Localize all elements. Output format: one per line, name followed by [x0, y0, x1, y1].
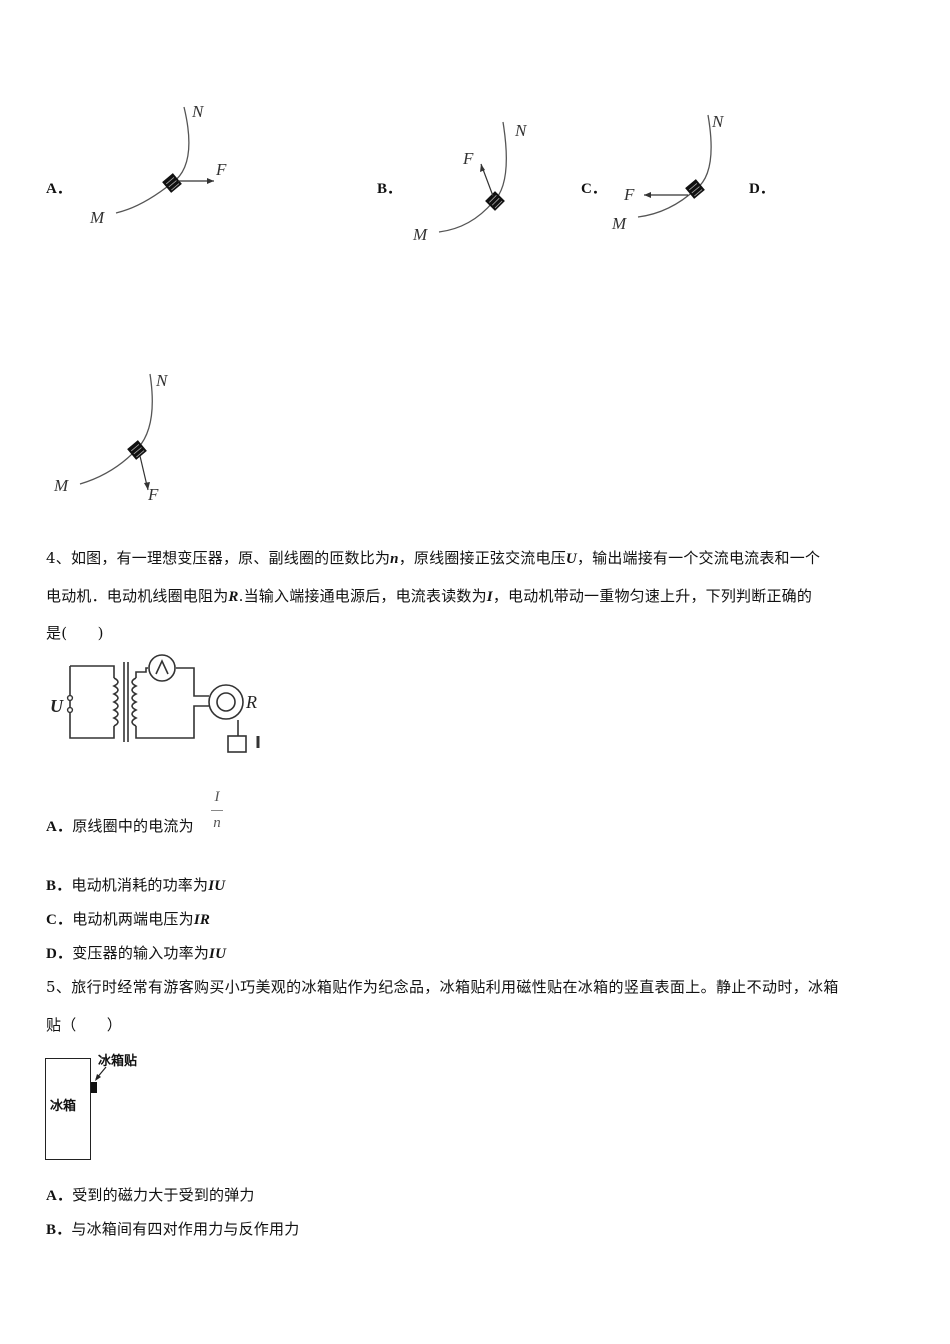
q4-stem-line1: 4、如图，有一理想变压器，原、副线圈的匝数比为n，原线圈接正弦交流电压U，输出端…	[46, 547, 820, 568]
q4-var-r: R	[228, 589, 239, 605]
q3-option-c-label[interactable]: C．	[581, 181, 607, 197]
q4-option-c[interactable]: C．电动机两端电压为IR	[46, 908, 210, 929]
magnet-label: 冰箱贴	[98, 1054, 138, 1069]
circuit-label-r: R	[245, 692, 257, 712]
q3-diagram-d: N F M	[53, 371, 169, 504]
arrow-right-icon	[207, 178, 214, 184]
label-n: N	[155, 371, 169, 390]
label-n: N	[191, 102, 205, 121]
q4-text: ，原线圈接正弦交流电压	[398, 549, 566, 567]
primary-coil-icon	[112, 677, 119, 727]
ammeter-icon	[148, 654, 176, 682]
q4-text: 电动机．电动机线圈电阻为	[46, 587, 229, 605]
label-m: M	[611, 214, 627, 233]
q4-text: ，电动机带动一重物匀速上升，下列判断正确的	[492, 587, 813, 605]
circuit-label-u: U	[50, 696, 64, 716]
q4-var-n: n	[390, 551, 399, 567]
option-label: A．	[46, 819, 73, 835]
block-icon	[485, 191, 505, 211]
label-m: M	[412, 225, 428, 244]
label-f: F	[215, 160, 227, 179]
option-label: A．	[46, 1188, 73, 1204]
option-text: 受到的磁力大于受到的弹力	[72, 1186, 255, 1204]
q4-text: 4、如图，有一理想变压器，原、副线圈的匝数比为	[46, 549, 391, 567]
weight-icon	[227, 735, 247, 753]
q4-stem-line3: 是( )	[46, 624, 104, 642]
q4-var-u: U	[565, 551, 577, 567]
q3-diagram-c: N F M	[611, 112, 725, 233]
q4-circuit-diagram: U R	[50, 654, 260, 753]
q5-stem-line2: 贴（ ）	[46, 1016, 123, 1034]
fraction-numerator: I	[214, 789, 220, 805]
option-label: D．	[46, 946, 73, 962]
q4-stem-line2: 电动机．电动机线圈电阻为R.当输入端接通电源后，电流表读数为I，电动机带动一重物…	[46, 585, 812, 606]
fraction-bar	[211, 810, 223, 811]
label-f: F	[147, 485, 159, 504]
option-text: 电动机消耗的功率为	[71, 876, 209, 894]
q4-option-b[interactable]: B．电动机消耗的功率为IU	[46, 874, 225, 895]
q4-option-d[interactable]: D．变压器的输入功率为IU	[46, 942, 226, 963]
motor-icon	[208, 684, 244, 720]
q4-text: ，输出端接有一个交流电流表和一个	[576, 549, 821, 567]
arrow-down-icon	[144, 482, 150, 490]
label-m: M	[89, 208, 105, 227]
option-text: 与冰箱间有四对作用力与反作用力	[71, 1220, 300, 1238]
option-var: IU	[208, 878, 226, 894]
q4-text: .当输入端接通电源后，电流表读数为	[238, 587, 487, 605]
label-f: F	[462, 149, 474, 168]
fridge-box: 冰箱	[45, 1058, 91, 1160]
option-text: 变压器的输入功率为	[72, 944, 210, 962]
pointer-arrow-icon	[95, 1066, 107, 1081]
fraction-denominator: n	[213, 815, 221, 831]
option-var: IU	[209, 946, 227, 962]
magnet-icon	[91, 1082, 97, 1093]
label-m: M	[53, 476, 69, 495]
q5-stem-line1: 5、旅行时经常有游客购买小巧美观的冰箱贴作为纪念品，冰箱贴利用磁性贴在冰箱的竖直…	[46, 978, 839, 996]
label-f: F	[623, 185, 635, 204]
q3-option-d-label[interactable]: D．	[749, 181, 775, 197]
option-var: IR	[193, 912, 211, 928]
block-icon	[685, 179, 705, 199]
block-icon	[162, 173, 182, 193]
option-label: C．	[46, 912, 73, 928]
arrow-up-left-icon	[480, 164, 485, 172]
q3-diagram-a: N F M	[89, 102, 227, 227]
option-label: B．	[46, 1222, 72, 1238]
label-n: N	[514, 121, 528, 140]
option-text: 电动机两端电压为	[72, 910, 194, 928]
block-icon	[127, 440, 147, 460]
q4-var-i: I	[486, 589, 493, 605]
q3-diagram-b: N F M	[412, 121, 528, 244]
option-label: B．	[46, 878, 72, 894]
q3-option-a-label[interactable]: A．	[46, 181, 72, 197]
q5-option-a[interactable]: A．受到的磁力大于受到的弹力	[46, 1184, 255, 1205]
q4-option-a[interactable]: A．原线圈中的电流为	[46, 815, 194, 836]
arrow-left-icon	[644, 192, 651, 198]
q5-option-b[interactable]: B．与冰箱间有四对作用力与反作用力	[46, 1218, 299, 1239]
fridge-label: 冰箱	[50, 1099, 77, 1114]
q3-option-b-label[interactable]: B．	[377, 181, 403, 197]
label-n: N	[711, 112, 725, 131]
option-text: 原线圈中的电流为	[72, 817, 194, 835]
